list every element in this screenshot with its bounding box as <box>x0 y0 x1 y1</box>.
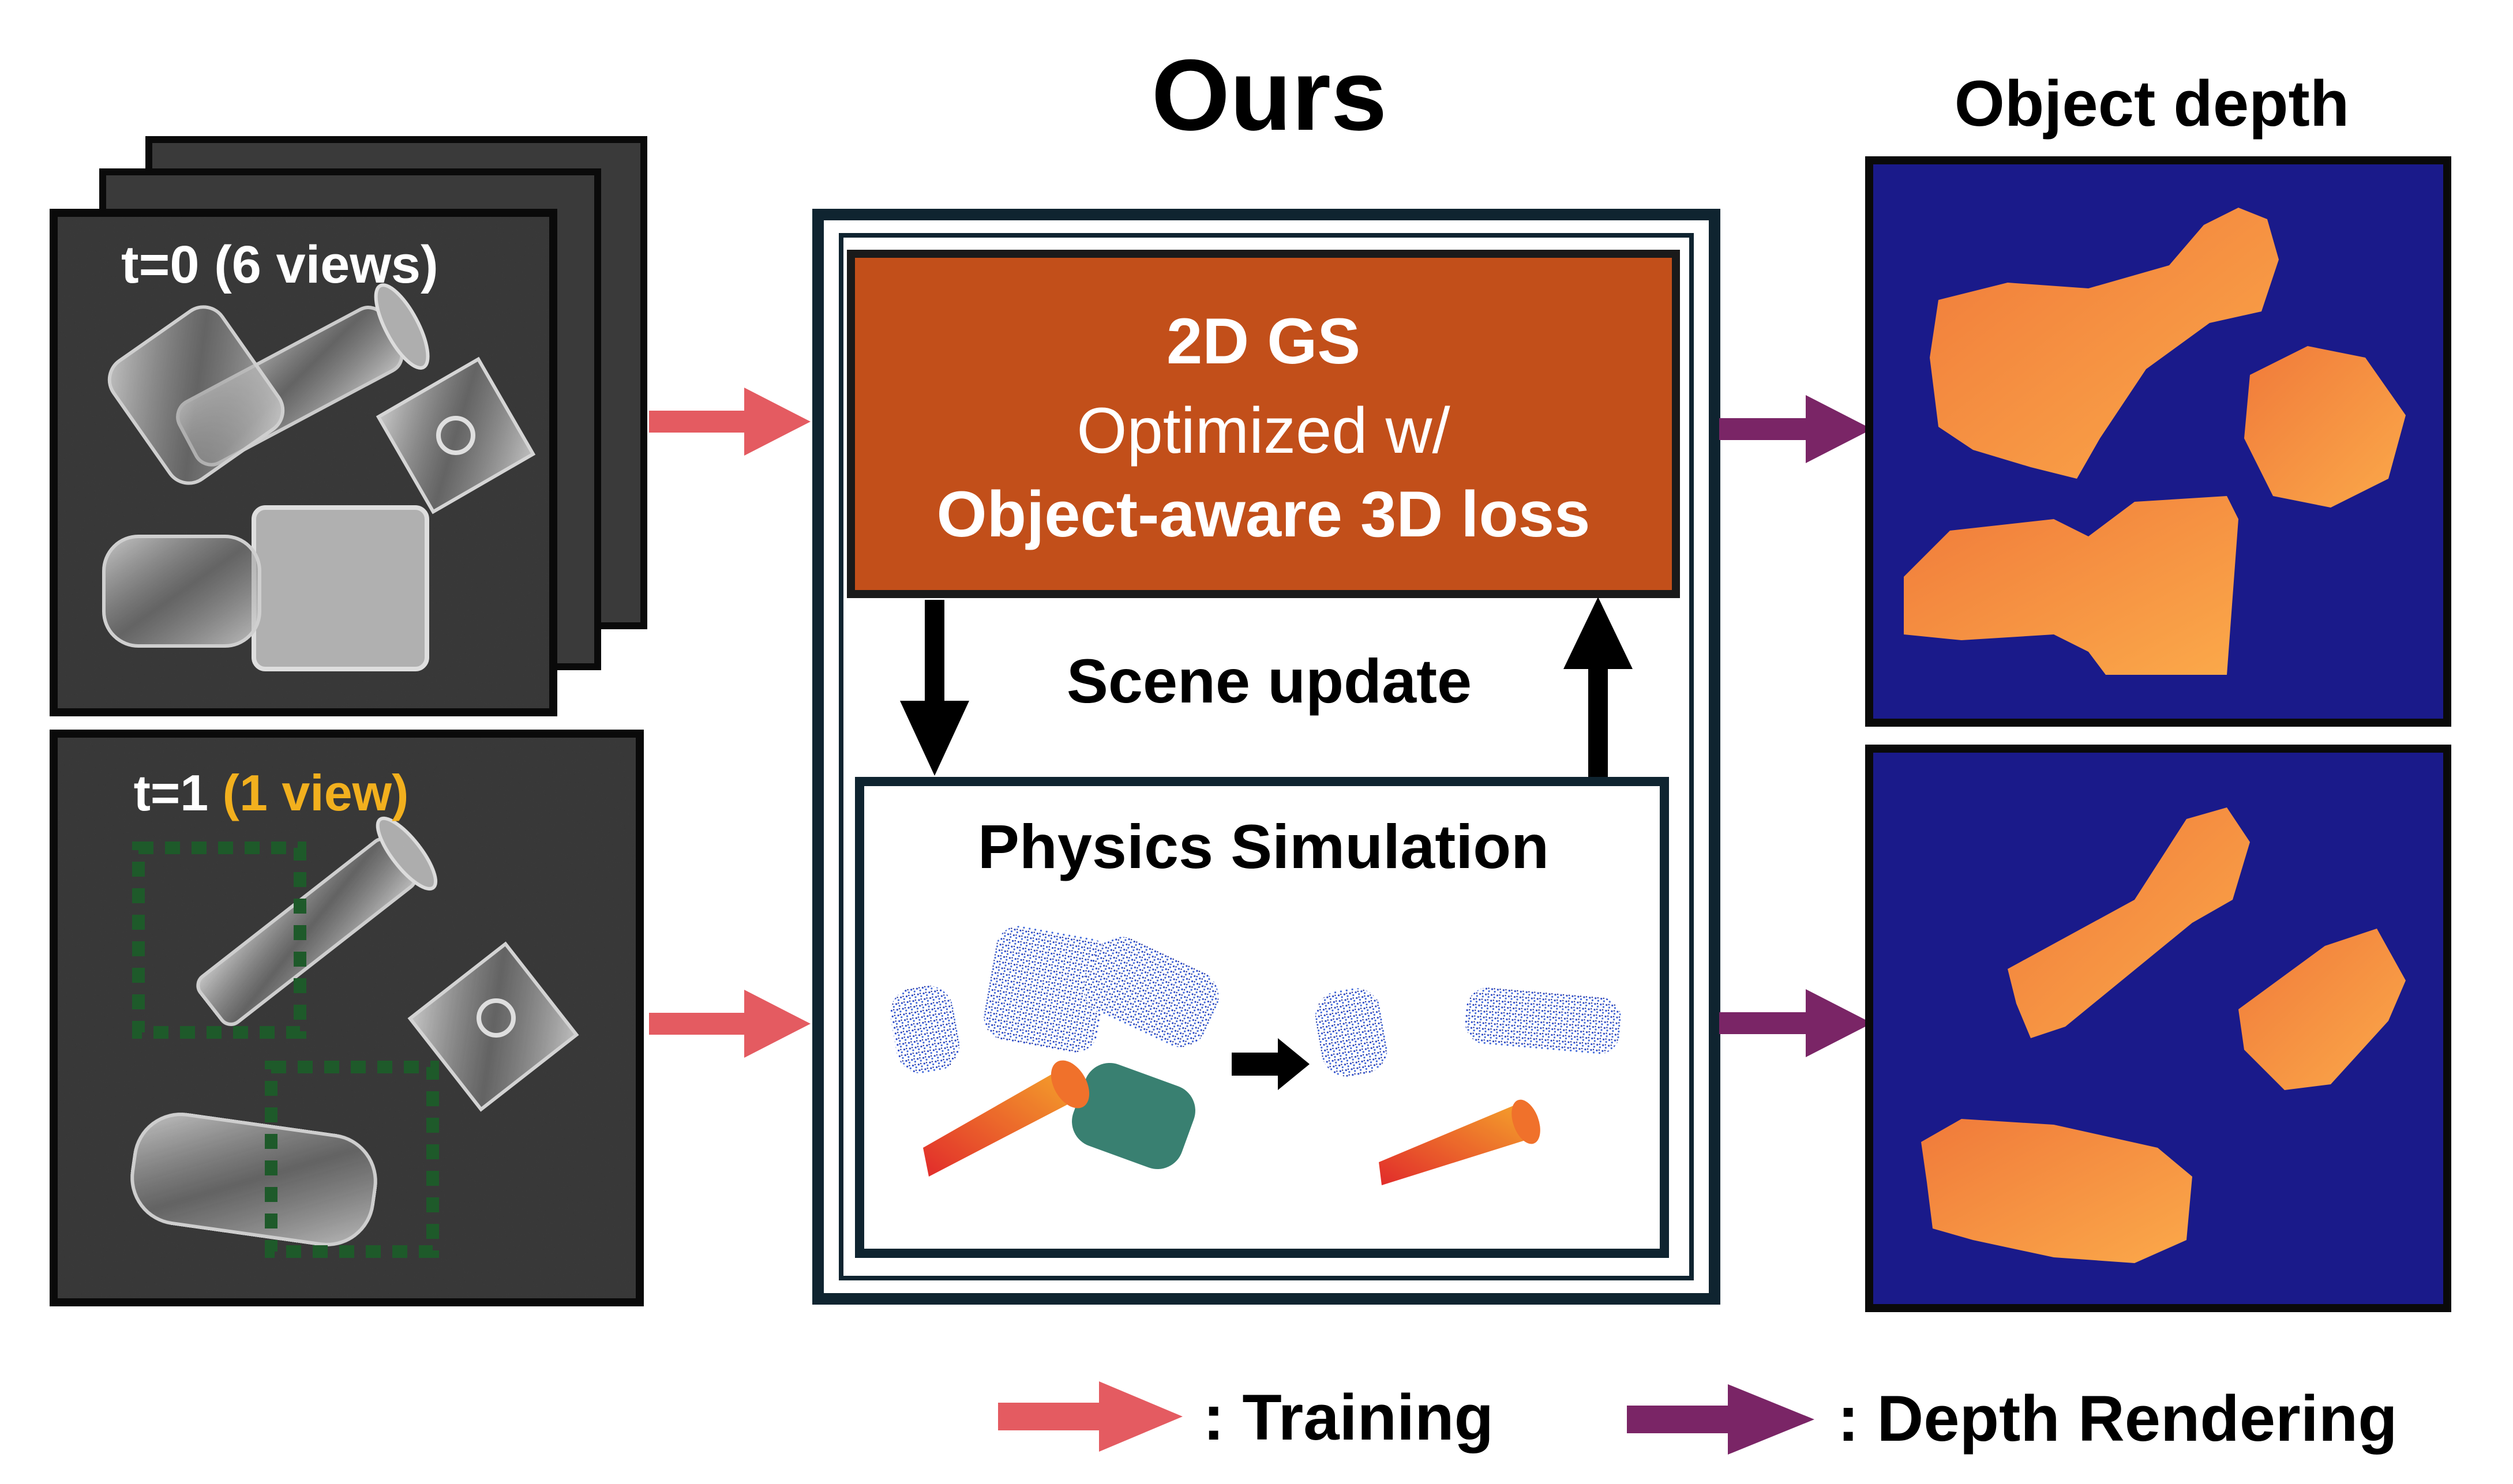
depth-output-top <box>1865 156 2451 727</box>
t1-dashed-box-1 <box>132 841 306 1039</box>
depth-output-bottom <box>1865 745 2451 1312</box>
output-title: Object depth <box>1955 67 2349 140</box>
input-t1: t=1 (1 view) <box>50 730 644 1306</box>
scene-update-label: Scene update <box>1067 646 1472 716</box>
gs-line1: 2D GS <box>1167 305 1360 377</box>
scene-update-up-arrow <box>1563 597 1633 787</box>
t1-label-prefix: t=1 <box>134 764 223 821</box>
sim-step-arrow <box>1232 1038 1310 1090</box>
legend-training-label: : Training <box>1203 1381 1494 1453</box>
input-t0-stack: t=0 (6 views) <box>50 136 647 716</box>
legend-depth-label: : Depth Rendering <box>1837 1382 2398 1455</box>
depth-arrow-top <box>1719 395 1872 463</box>
training-arrow-bottom <box>649 990 811 1058</box>
t0-label: t=0 (6 views) <box>121 235 438 294</box>
t0-glass-objects <box>102 283 536 671</box>
legend-training-arrow <box>998 1381 1183 1452</box>
t1-label-views: (1 view) <box>223 764 409 821</box>
training-arrow-top <box>649 388 811 456</box>
physics-box: Physics Simulation <box>855 777 1669 1258</box>
t1-dashed-box-2 <box>265 1061 439 1258</box>
gs-line2: Optimized w/ <box>1077 395 1450 467</box>
legend-depth-arrow <box>1627 1384 1814 1455</box>
t1-glass-objects <box>130 816 579 1246</box>
scene-update-down-arrow <box>900 600 969 776</box>
physics-title: Physics Simulation <box>978 811 1549 881</box>
point-cloud-before <box>890 926 1219 1177</box>
t1-label: t=1 (1 view) <box>134 764 409 821</box>
diagram-title: Ours <box>1152 39 1387 152</box>
gs-box: 2D GS Optimized w/ Object-aware 3D loss <box>847 250 1680 598</box>
point-cloud-after <box>1315 987 1622 1185</box>
depth-arrow-bottom <box>1719 989 1872 1057</box>
legend: : Training : Depth Rendering <box>998 1381 2398 1455</box>
gs-line3: Object-aware 3D loss <box>937 478 1591 550</box>
